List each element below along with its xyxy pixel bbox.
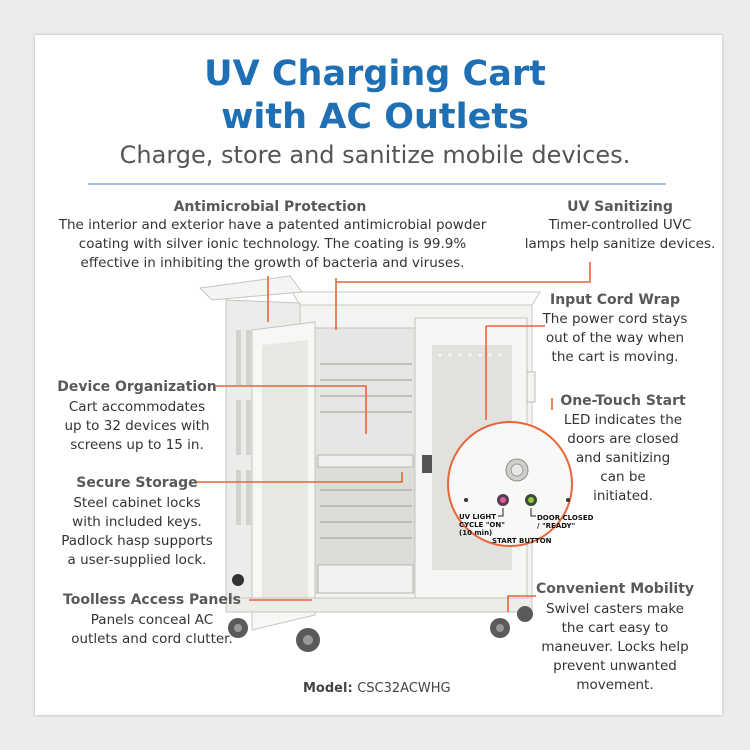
model-value: CSC32ACWHG (357, 681, 451, 696)
uv-line-2: lamps help sanitize devices. (524, 236, 716, 252)
storage-line-3: Padlock hasp supports (61, 533, 213, 549)
mobility-line-5: movement. (576, 677, 654, 693)
panels-heading: Toolless Access Panels (63, 592, 241, 608)
touch-line-2: doors are closed (567, 431, 679, 447)
cord-line-1: The power cord stays (542, 311, 688, 327)
touch-line-5: initiated. (593, 488, 653, 504)
touch-line-4: can be (600, 469, 646, 485)
title-line-1: UV Charging Cart (204, 54, 546, 94)
inset-label-cycle: CYCLE "ON" (459, 521, 505, 529)
storage-line-2: with included keys. (72, 514, 202, 530)
storage-line-4: a user-supplied lock. (67, 552, 207, 568)
divider (88, 183, 666, 185)
antimicrobial-line-3: effective in inhibiting the growth of ba… (80, 255, 465, 271)
mobility-line-1: Swivel casters make (546, 601, 684, 617)
organization-line-3: screens up to 15 in. (70, 437, 204, 453)
mobility-line-4: prevent unwanted (553, 658, 677, 674)
organization-line-1: Cart accommodates (68, 399, 206, 415)
uv-heading: UV Sanitizing (567, 199, 673, 215)
storage-heading: Secure Storage (76, 475, 198, 491)
touch-heading: One-Touch Start (560, 393, 686, 409)
antimicrobial-line-2: coating with silver ionic technology. Th… (78, 236, 467, 252)
mobility-line-2: the cart easy to (561, 620, 669, 636)
inset-label-start: START BUTTON (492, 537, 552, 545)
antimicrobial-heading: Antimicrobial Protection (173, 199, 367, 215)
uv-line-1: Timer-controlled UVC (548, 217, 692, 233)
touch-line-3: and sanitizing (575, 450, 671, 466)
organization-line-2: up to 32 devices with (64, 418, 210, 434)
touch-line-1: LED indicates the (563, 412, 683, 428)
title-line-2: with AC Outlets (221, 97, 529, 137)
subtitle: Charge, store and sanitize mobile device… (119, 141, 631, 169)
model-label: Model: (303, 681, 353, 696)
cord-line-2: out of the way when (545, 330, 685, 346)
mobility-heading: Convenient Mobility (535, 581, 695, 597)
antimicrobial-line-1: The interior and exterior have a patente… (58, 217, 487, 233)
organization-heading: Device Organization (57, 379, 217, 395)
inset-label-uv: UV LIGHT (459, 513, 496, 521)
model-number: Model: CSC32ACWHG (303, 681, 451, 696)
cord-heading: Input Cord Wrap (550, 292, 680, 308)
inset-label-ready: / "READY" (537, 522, 576, 530)
panels-line-2: outlets and cord clutter. (71, 631, 233, 647)
mobility-line-3: maneuver. Locks help (541, 639, 689, 655)
inset-label-min: (10 min) (459, 529, 493, 537)
cord-line-3: the cart is moving. (551, 349, 679, 365)
inset-label-door: DOOR CLOSED (537, 514, 594, 522)
panels-line-1: Panels conceal AC (90, 612, 214, 628)
storage-line-1: Steel cabinet locks (73, 495, 201, 511)
